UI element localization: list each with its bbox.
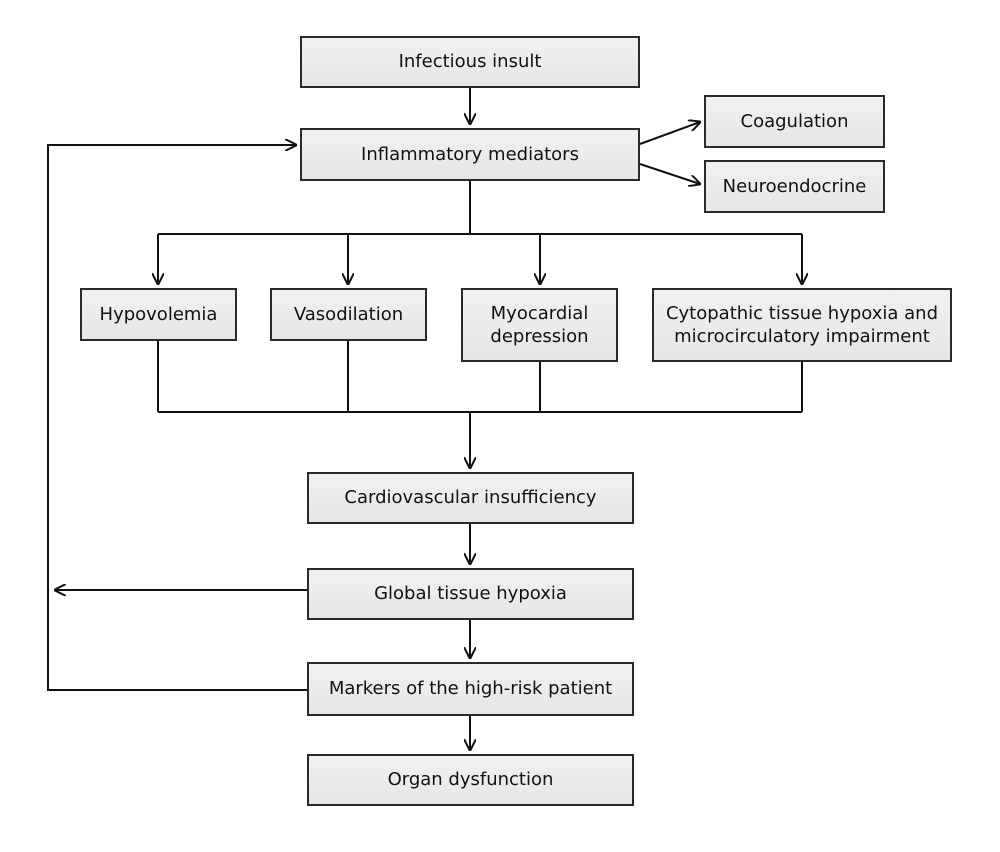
arrow-mediators-to-neuroendocrine (639, 163, 700, 184)
node-inflammatory-mediators: Inflammatory mediators (300, 128, 640, 181)
node-coagulation-label: Coagulation (740, 110, 849, 132)
node-myocardial-depression-label: Myocardial depression (490, 302, 589, 347)
feedback-loop-arrow (47, 145, 307, 691)
node-markers-high-risk-label: Markers of the high-risk patient (328, 678, 613, 700)
node-vasodilation: Vasodilation (270, 288, 427, 341)
node-markers-high-risk: Markers of the high-risk patient (307, 662, 634, 716)
node-global-tissue-hypoxia-label: Global tissue hypoxia (374, 583, 567, 605)
node-organ-dysfunction-label: Organ dysfunction (387, 769, 554, 791)
node-global-tissue-hypoxia: Global tissue hypoxia (307, 568, 634, 620)
arrow-mediators-to-coagulation (639, 122, 700, 145)
node-infectious-insult: Infectious insult (300, 36, 640, 88)
node-cardiovascular-insufficiency-label: Cardiovascular insufficiency (344, 487, 597, 509)
node-inflammatory-mediators-label: Inflammatory mediators (361, 143, 579, 165)
node-organ-dysfunction: Organ dysfunction (307, 754, 634, 806)
node-hypovolemia: Hypovolemia (80, 288, 237, 341)
node-cytopathic-hypoxia-label: Cytopathic tissue hypoxia and microcircu… (665, 302, 939, 347)
node-myocardial-depression: Myocardial depression (461, 288, 618, 362)
node-neuroendocrine: Neuroendocrine (704, 160, 885, 213)
node-vasodilation-label: Vasodilation (293, 303, 404, 325)
node-hypovolemia-label: Hypovolemia (99, 303, 218, 325)
node-cytopathic-hypoxia: Cytopathic tissue hypoxia and microcircu… (652, 288, 952, 362)
node-infectious-insult-label: Infectious insult (398, 51, 542, 73)
node-coagulation: Coagulation (704, 95, 885, 148)
node-neuroendocrine-label: Neuroendocrine (722, 175, 867, 197)
node-cardiovascular-insufficiency: Cardiovascular insufficiency (307, 472, 634, 524)
